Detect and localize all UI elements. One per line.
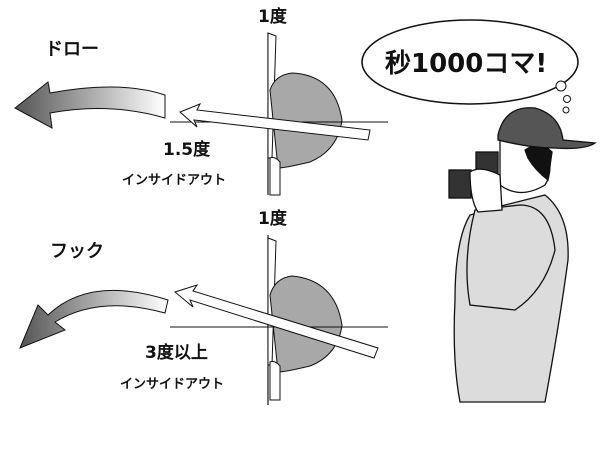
hook-diagram: 1度 フック 3度以上 インサイドアウト xyxy=(19,208,388,405)
face-angle-label: 1度 xyxy=(258,208,288,229)
clubhead xyxy=(269,72,343,169)
path-angle-label: 1.5度 xyxy=(163,139,211,160)
hosel xyxy=(269,361,281,401)
hands xyxy=(469,168,503,213)
hosel xyxy=(269,157,281,196)
shot-name-label: フック xyxy=(50,241,104,262)
swing-path-arrow xyxy=(173,284,379,359)
path-type-label: インサイドアウト xyxy=(122,173,226,188)
hook-ball-flight-arrow xyxy=(19,289,169,349)
face-angle-label: 1度 xyxy=(258,6,288,27)
draw-diagram: 1度 ドロー 1.5度 インサイドアウト xyxy=(14,6,388,196)
path-type-label: インサイドアウト xyxy=(120,377,224,392)
shot-name-label: ドロー xyxy=(45,39,99,60)
draw-ball-flight-arrow xyxy=(14,81,166,129)
photographer xyxy=(448,107,597,403)
thought-bubble: 秒1000コマ! xyxy=(361,19,579,114)
bubble-text: 秒1000コマ! xyxy=(385,49,547,79)
camera-lens-icon xyxy=(448,169,472,199)
path-angle-label: 3度以上 xyxy=(145,342,208,363)
clubhead xyxy=(269,275,343,373)
swing-path-arrow xyxy=(179,103,371,141)
cap-icon xyxy=(497,107,597,150)
arm xyxy=(466,204,556,311)
